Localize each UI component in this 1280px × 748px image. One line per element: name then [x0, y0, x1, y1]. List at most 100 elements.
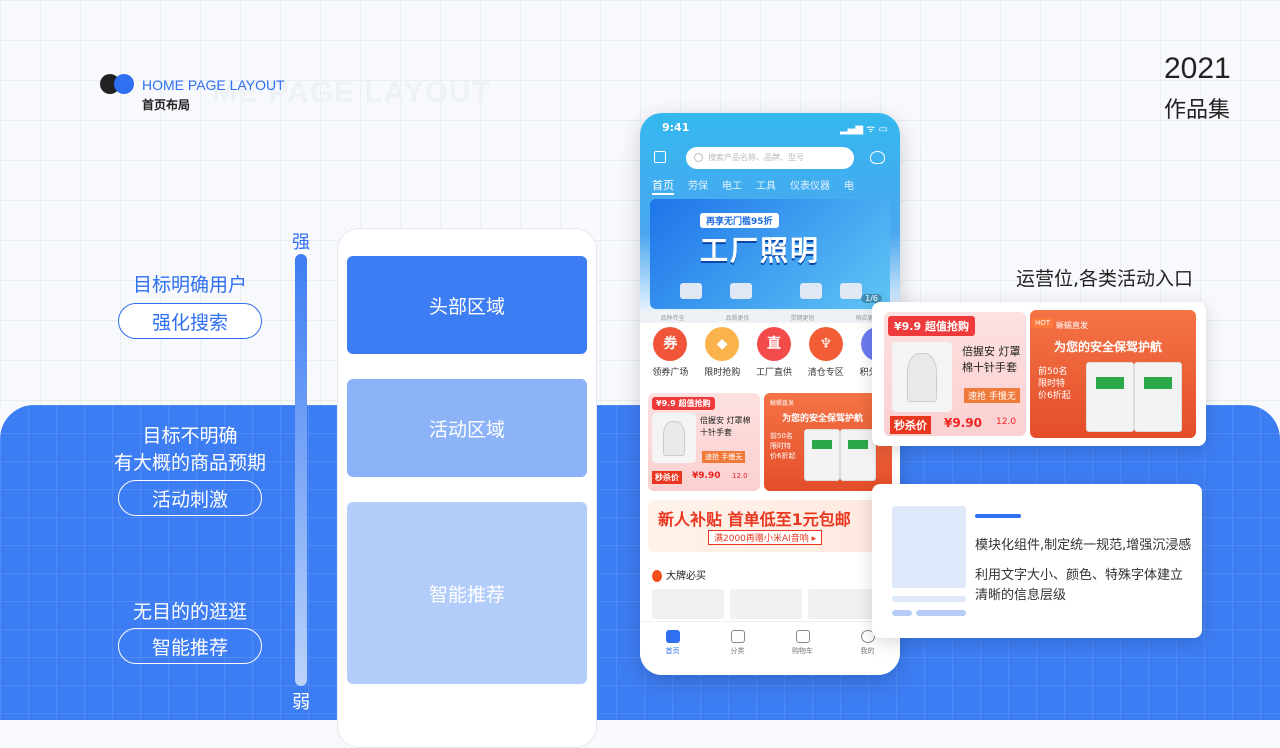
module-text-1: 模块化组件,制定统一规范,增强沉浸感 — [975, 538, 1192, 553]
entry-coupon[interactable]: 券领券广场 — [648, 327, 693, 378]
year: 2021 — [1164, 52, 1231, 85]
cart-icon — [795, 630, 810, 643]
block-recommend-area: 智能推荐 — [347, 502, 587, 684]
goal-unclear-line2: 有大概的商品预期 — [113, 452, 266, 474]
browse-text: 无目的的逛逛 — [132, 601, 247, 623]
brand-product-card[interactable] — [730, 589, 802, 619]
flash-tag: ¥9.9 超值抢购 — [652, 397, 715, 410]
lamp-product-image — [680, 283, 702, 299]
search-placeholder: 搜索产品名称、品牌、型号 — [708, 153, 804, 162]
entry-label: 工厂直供 — [755, 368, 792, 378]
guarantee-item: 品质更优 — [725, 314, 750, 322]
customer-service-icon[interactable] — [870, 151, 885, 164]
breaker-image — [804, 429, 840, 481]
tab-labor[interactable]: 劳保 — [688, 181, 708, 192]
direct-tag: 蜥蜴直发 — [770, 400, 795, 407]
ops-card: ¥9.9 超值抢购 倍握安 灯罩棉十针手套 速抢 手慢无 秒杀价 ¥9.90 1… — [872, 302, 1206, 446]
nav-category[interactable]: 分类 — [713, 622, 763, 675]
factory-icon: 直 — [756, 327, 791, 361]
banner-tag: 再享无门槛95折 — [700, 213, 779, 228]
brand-section-title: 大牌必买 — [652, 567, 706, 582]
tab-electrician[interactable]: 电工 — [722, 181, 742, 192]
placeholder-bar — [892, 610, 912, 616]
ops-label: 运营位,各类活动入口 — [1016, 268, 1194, 290]
brand-product-card[interactable] — [652, 589, 724, 619]
flash-old-price: 12.0 — [732, 472, 748, 480]
lamp-product-image — [730, 283, 752, 299]
lamp-product-image — [840, 283, 862, 299]
block-header-area: 头部区域 — [347, 256, 587, 354]
logo-title-cn: 首页布局 — [142, 98, 191, 112]
search-input[interactable]: 搜索产品名称、品牌、型号 — [686, 147, 854, 169]
brand-product-card[interactable] — [808, 589, 880, 619]
ops-flash-price: ¥9.90 — [944, 416, 982, 430]
strength-scale-bar — [295, 254, 307, 686]
glove-image — [892, 342, 952, 412]
guarantee-item: 品种齐全 — [660, 314, 685, 322]
tab-more[interactable]: 电 — [844, 181, 854, 192]
ops-flash-old-price: 12.0 — [996, 417, 1017, 427]
flash-sale-card[interactable]: ¥9.9 超值抢购 倍握安 灯罩棉十针手套 速抢 手慢无 秒杀价 ¥9.90 1… — [648, 393, 760, 491]
flash-slogan: 速抢 手慢无 — [702, 451, 746, 463]
coupon-icon: 券 — [653, 327, 688, 361]
tab-home[interactable]: 首页 — [652, 177, 674, 195]
ops-flash-label: 秒杀价 — [890, 416, 931, 434]
activity-pill: 活动刺激 — [118, 480, 262, 516]
banner-title: 工厂照明 — [700, 234, 821, 267]
breaker-image — [1134, 362, 1182, 432]
tab-tools[interactable]: 工具 — [756, 181, 776, 192]
brand-products — [652, 589, 892, 619]
goal-unclear-line1: 目标不明确 — [142, 425, 238, 447]
ops-direct-title: 为您的安全保驾护航 — [1054, 340, 1163, 354]
entry-factory-direct[interactable]: 直工厂直供 — [752, 327, 797, 378]
ops-flash-product: 倍握安 灯罩棉十针手套 — [962, 345, 1021, 374]
direct-title: 为您的安全保驾护航 — [782, 414, 864, 424]
hero-banner[interactable]: 再享无门槛95折 工厂照明 1/6 — [650, 199, 890, 309]
tag-icon: ◆ — [705, 327, 740, 361]
subsidy-title: 新人补贴 首单低至1元包邮 — [658, 510, 851, 529]
category-tabs: 首页 劳保 电工 工具 仪表仪器 电 — [652, 177, 892, 195]
tab-instruments[interactable]: 仪表仪器 — [790, 181, 830, 192]
module-text-2: 利用文字大小、颜色、特殊字体建立清晰的信息层级 — [975, 568, 1184, 603]
phone-mockup: 9:41 ▂▄▆ ᯤ ▭ 搜索产品名称、品牌、型号 首页 劳保 电工 工具 仪表… — [640, 113, 900, 675]
placeholder-bar — [892, 596, 966, 602]
entry-label: 领券广场 — [652, 368, 689, 378]
flash-sale-label: 秒杀价 — [652, 471, 682, 484]
grid-icon — [730, 630, 745, 643]
nav-home[interactable]: 首页 — [648, 622, 698, 675]
placeholder-bar — [916, 610, 966, 616]
lamp-product-image — [800, 283, 822, 299]
subsidy-sub: 满2000再赠小米AI音响 ▸ — [708, 530, 823, 545]
nav-cart[interactable]: 购物车 — [778, 622, 828, 675]
breaker-image — [840, 429, 876, 481]
ops-direct-sub: 前50名限时特价6折起 — [1038, 367, 1071, 401]
nav-profile[interactable]: 我的 — [843, 622, 893, 675]
ops-direct-card[interactable]: HOT 蜥蜴直发 为您的安全保驾护航 前50名限时特价6折起 — [1030, 310, 1196, 438]
module-card: 模块化组件,制定统一规范,增强沉浸感 利用文字大小、颜色、特殊字体建立清晰的信息… — [872, 484, 1202, 638]
direct-sub: 前50名限时特价6折起 — [770, 432, 796, 460]
home-icon — [665, 630, 680, 643]
ops-flash-tag: ¥9.9 超值抢购 — [888, 316, 975, 336]
block-activity-area: 活动区域 — [347, 379, 587, 477]
new-user-subsidy-banner[interactable]: 新人补贴 首单低至1元包邮 满2000再赠小米AI音响 ▸ — [648, 500, 894, 552]
ops-flash-card[interactable]: ¥9.9 超值抢购 倍握安 灯罩棉十针手套 速抢 手慢无 秒杀价 ¥9.90 1… — [884, 312, 1026, 436]
entry-flash-sale[interactable]: ◆限时抢购 — [700, 327, 745, 378]
scan-icon[interactable] — [654, 151, 666, 163]
ops-flash-slogan: 速抢 手慢无 — [964, 388, 1020, 403]
placeholder-image — [892, 506, 966, 588]
status-icons: ▂▄▆ ᯤ ▭ — [839, 124, 888, 135]
goal-clear-text: 目标明确用户 — [132, 274, 247, 296]
collection-title: 作品集 — [1164, 98, 1231, 123]
guarantee-item: 响应更快 — [855, 314, 880, 322]
banner-pager: 1/6 — [861, 294, 882, 303]
user-icon — [860, 630, 875, 643]
flash-price: ¥9.90 — [692, 471, 721, 481]
entry-clearance[interactable]: ♆清仓专区 — [803, 327, 848, 378]
glove-image — [652, 413, 696, 463]
bottom-nav: 首页 分类 购物车 我的 — [640, 621, 900, 675]
entry-label: 清仓专区 — [807, 368, 844, 378]
direct-ship-card[interactable]: 蜥蜴直发 为您的安全保驾护航 前50名限时特价6折起 — [764, 393, 892, 491]
hot-badge: HOT — [1032, 318, 1054, 328]
breaker-image — [1086, 362, 1134, 432]
